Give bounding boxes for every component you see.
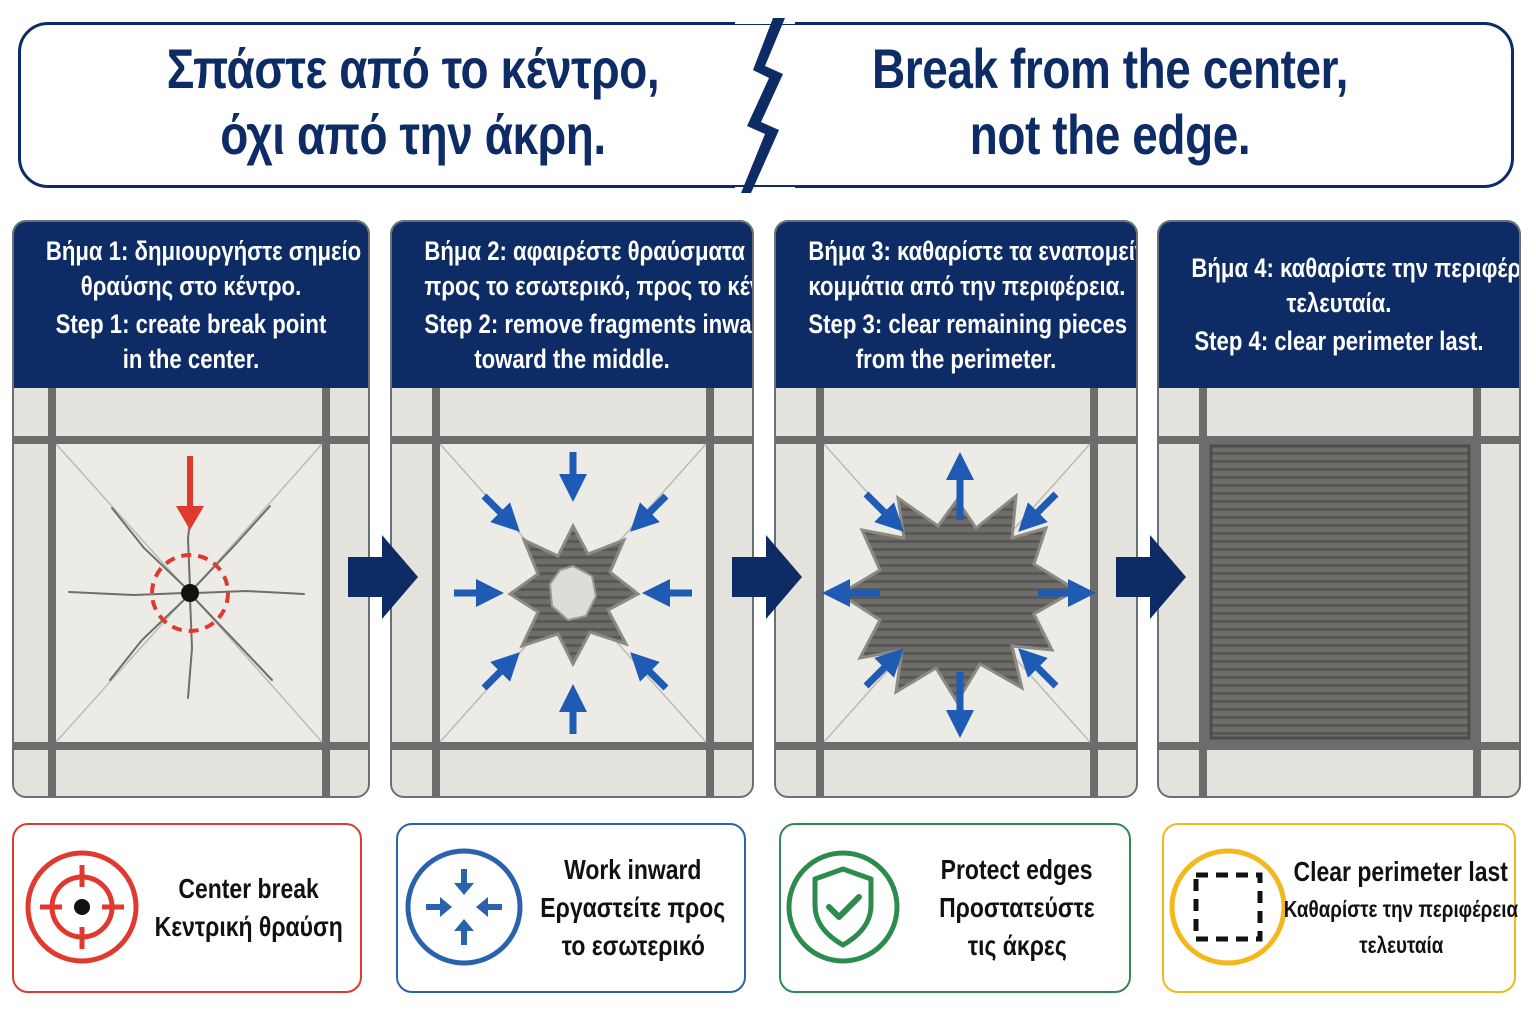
legend-work-inward: Work inward Εργαστείτε προς το εσωτερικό bbox=[396, 823, 746, 993]
inward-arrows-icon bbox=[405, 848, 523, 966]
next-step-arrow-2 bbox=[732, 535, 802, 619]
step-3-header: Βήμα 3: καθαρίστε τα εναπομείναντα κομμά… bbox=[776, 222, 1136, 388]
legend-3-line3: τις άκρες bbox=[967, 930, 1067, 961]
step-2-english-line2: toward the middle. bbox=[474, 343, 670, 374]
dashed-square-icon bbox=[1169, 848, 1287, 966]
tile-illustration-4 bbox=[1159, 388, 1519, 796]
lightning-crack-icon bbox=[735, 18, 795, 193]
step-2-english-line1: Step 2: remove fragments inward bbox=[424, 308, 754, 339]
step-1-header: Βήμα 1: δημιουργήστε σημείο θραύσης στο … bbox=[14, 222, 368, 388]
step-1-english-line2: in the center. bbox=[122, 343, 260, 374]
legend-2-line2: Εργαστείτε προς bbox=[540, 892, 726, 923]
next-step-arrow-3 bbox=[1116, 535, 1186, 619]
shield-check-icon bbox=[786, 850, 900, 964]
step-1-greek-line2: θραύσης στο κέντρο. bbox=[80, 270, 302, 301]
step-2-greek-line1: Βήμα 2: αφαιρέστε θραύσματα bbox=[424, 235, 745, 266]
tile-illustration-3 bbox=[776, 388, 1136, 796]
header-greek: Σπάστε από το κέντρο, όχι από την άκρη. bbox=[89, 36, 737, 168]
step-2-header: Βήμα 2: αφαιρέστε θραύσματα προς το εσωτ… bbox=[392, 222, 752, 388]
step-panel-2: Βήμα 2: αφαιρέστε θραύσματα προς το εσωτ… bbox=[390, 220, 754, 798]
header-greek-line2: όχι από την άκρη. bbox=[220, 103, 606, 166]
tile-illustration-1 bbox=[14, 388, 368, 796]
step-4-greek-line2: τελευταία. bbox=[1286, 288, 1392, 318]
header-greek-line1: Σπάστε από το κέντρο, bbox=[166, 37, 660, 100]
step-4-header: Βήμα 4: καθαρίστε την περιφέρεια τελευτα… bbox=[1159, 222, 1519, 388]
crosshair-icon bbox=[25, 850, 139, 964]
header-english-line2: not the edge. bbox=[969, 103, 1251, 166]
step-panel-1: Βήμα 1: δημιουργήστε σημείο θραύσης στο … bbox=[12, 220, 370, 798]
legend-1-line1: Center break bbox=[178, 873, 320, 904]
legend-4-line1: Clear perimeter last bbox=[1293, 856, 1509, 887]
legend-4-line3: τελευταία bbox=[1358, 932, 1444, 958]
step-3-greek-line2: κομμάτια από την περιφέρεια. bbox=[808, 270, 1126, 301]
header-english: Break from the center, not the edge. bbox=[786, 36, 1434, 168]
step-panel-3: Βήμα 3: καθαρίστε τα εναπομείναντα κομμά… bbox=[774, 220, 1138, 798]
step-4-greek-line1: Βήμα 4: καθαρίστε την περιφέρεια bbox=[1191, 253, 1521, 283]
legend-4-line2: Καθαρίστε την περιφέρεια bbox=[1283, 896, 1519, 922]
next-step-arrow-1 bbox=[348, 535, 418, 619]
step-2-greek-line2: προς το εσωτερικό, προς το κέντρο. bbox=[424, 270, 752, 301]
step-3-english-line2: from the perimeter. bbox=[855, 343, 1057, 374]
legend-protect-edges: Protect edges Προστατεύστε τις άκρες bbox=[779, 823, 1131, 993]
legend-2-line3: το εσωτερικό bbox=[561, 930, 705, 961]
step-panel-4: Βήμα 4: καθαρίστε την περιφέρεια τελευτα… bbox=[1157, 220, 1521, 798]
legend-1-line2: Κεντρική θραύση bbox=[154, 911, 344, 942]
legend-3-line1: Protect edges bbox=[941, 854, 1093, 885]
legend-2-line1: Work inward bbox=[564, 854, 702, 885]
legend-3-line2: Προστατεύστε bbox=[939, 892, 1095, 923]
step-1-english-line1: Step 1: create break point bbox=[55, 308, 327, 339]
tile-illustration-2 bbox=[392, 388, 752, 796]
legend-center-break: Center break Κεντρική θραύση bbox=[12, 823, 362, 993]
step-4-english-line1: Step 4: clear perimeter last. bbox=[1194, 326, 1484, 356]
step-3-greek-line1: Βήμα 3: καθαρίστε τα εναπομείναντα bbox=[808, 235, 1136, 266]
step-1-greek-line1: Βήμα 1: δημιουργήστε σημείο bbox=[45, 235, 362, 266]
step-3-english-line1: Step 3: clear remaining pieces bbox=[808, 308, 1128, 339]
legend-clear-perimeter: Clear perimeter last Καθαρίστε την περιφ… bbox=[1162, 823, 1519, 993]
header-english-line1: Break from the center, bbox=[872, 37, 1348, 100]
